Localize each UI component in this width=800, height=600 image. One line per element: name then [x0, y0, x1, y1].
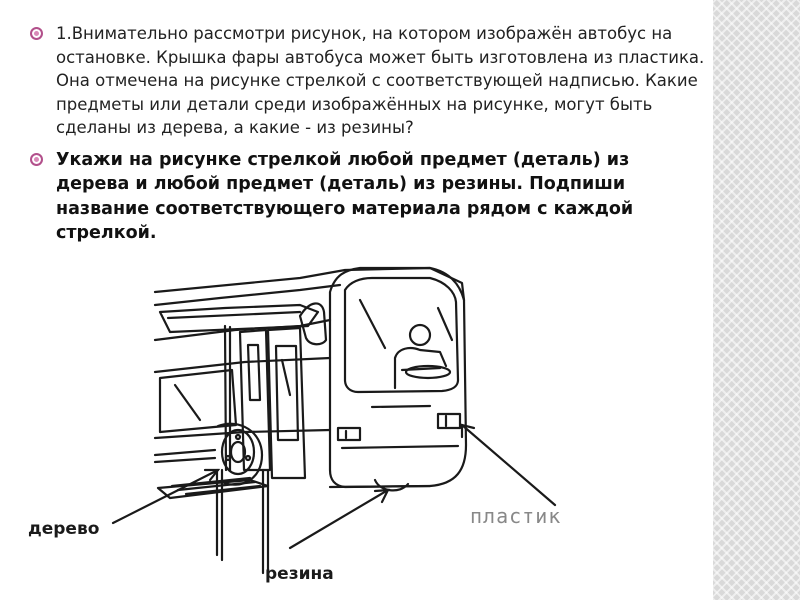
bullet-icon — [30, 152, 43, 166]
label-wood: дерево — [28, 519, 100, 539]
bullet-icon — [30, 27, 43, 40]
task-text: Укажи на рисунке стрелкой любой предмет … — [56, 149, 634, 244]
task-list: 1.Внимательно рассмотри рисунок, на кото… — [28, 22, 708, 254]
task-text: 1.Внимательно рассмотри рисунок, на кото… — [56, 24, 705, 137]
task-item: 1.Внимательно рассмотри рисунок, на кото… — [28, 22, 708, 140]
label-plastic: пластик — [470, 504, 562, 528]
label-rubber: резина — [265, 564, 334, 584]
task-item: Укажи на рисунке стрелкой любой предмет … — [28, 148, 708, 246]
decorative-side-stripe — [713, 0, 800, 600]
